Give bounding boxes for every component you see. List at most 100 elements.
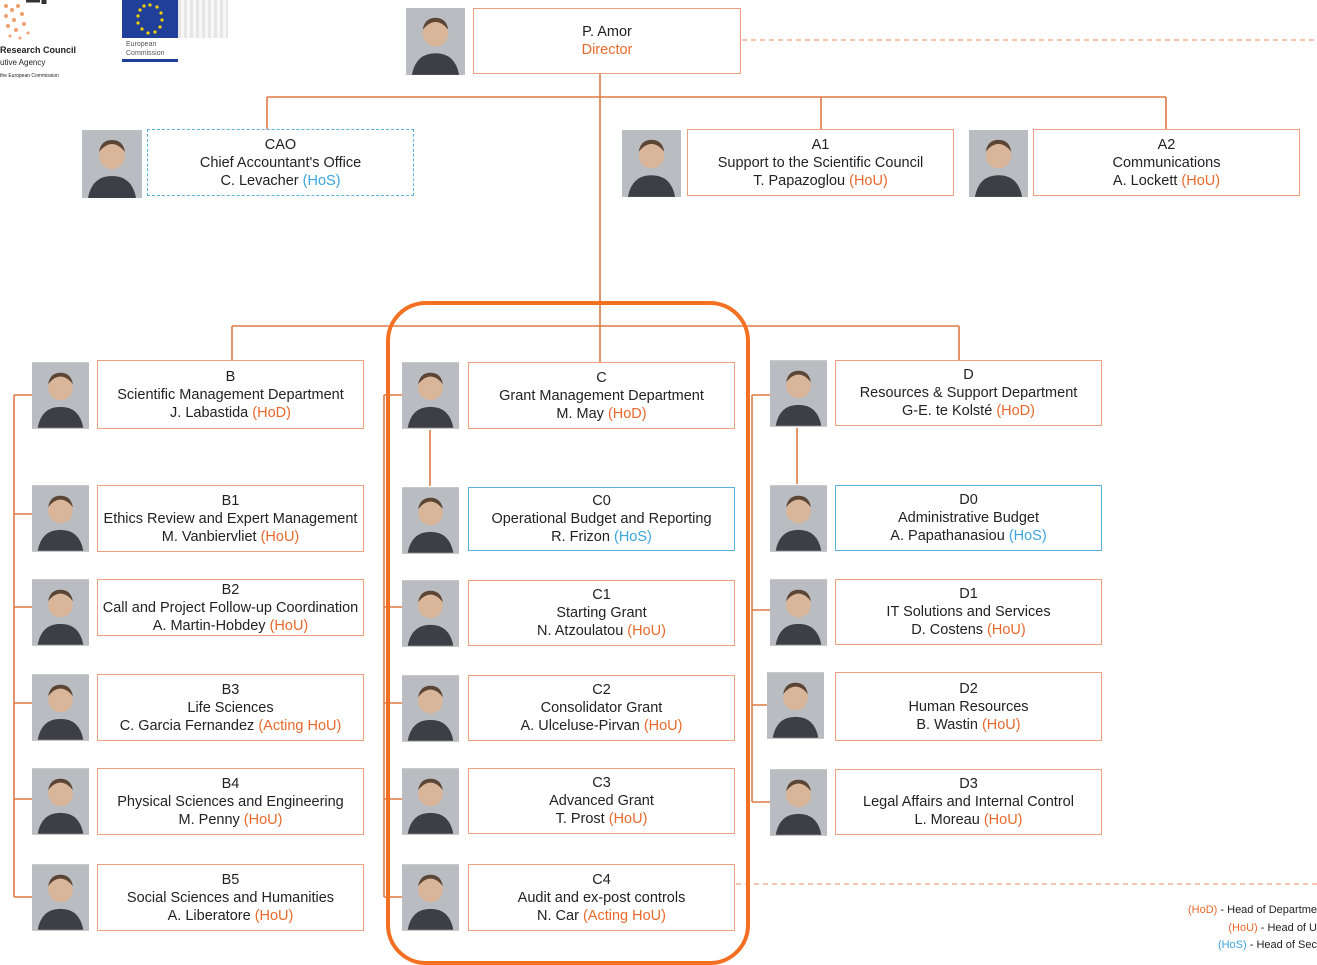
unit-box-c0: C0 Operational Budget and Reporting R. F… bbox=[468, 487, 735, 551]
unit-code: C0 bbox=[592, 493, 611, 509]
unit-title: Administrative Budget bbox=[897, 510, 1040, 526]
erc-name-line: Research Council bbox=[0, 45, 77, 55]
avatar-d1 bbox=[770, 579, 827, 646]
avatar-c3 bbox=[402, 768, 459, 835]
unit-head-role: (HoU) bbox=[643, 718, 683, 734]
avatar-b1 bbox=[32, 485, 89, 552]
legend-hod: (HoD) - Head of Departme bbox=[1188, 904, 1317, 916]
unit-title: Physical Sciences and Engineering bbox=[117, 793, 344, 810]
unit-head-name: N. Atzoulatou bbox=[537, 623, 624, 639]
unit-head-role: (HoU) bbox=[983, 812, 1023, 828]
avatar-c bbox=[402, 362, 459, 429]
unit-code: C4 bbox=[592, 871, 611, 888]
erc-agency-line: utive Agency bbox=[0, 58, 46, 67]
unit-code: D2 bbox=[959, 680, 978, 697]
avatar-d bbox=[770, 360, 827, 427]
unit-head-name: J. Labastida bbox=[170, 404, 249, 421]
director-box: P. Amor Director bbox=[473, 8, 741, 74]
unit-code: D bbox=[963, 367, 974, 383]
avatar-a2 bbox=[969, 130, 1028, 197]
unit-title: IT Solutions and Services bbox=[886, 604, 1051, 620]
eu-label-2: Commission bbox=[126, 50, 165, 57]
unit-head-role: (HoD) bbox=[607, 405, 647, 422]
avatar-cao bbox=[82, 130, 142, 198]
unit-head-name: R. Frizon bbox=[551, 529, 610, 545]
unit-box-c1: C1 Starting Grant N. Atzoulatou (HoU) bbox=[468, 580, 735, 646]
avatar-c0 bbox=[402, 487, 459, 554]
legend-hos: (HoS) - Head of Sec bbox=[1218, 939, 1317, 951]
legend-text: - Head of U bbox=[1257, 922, 1317, 934]
unit-box-c4: C4 Audit and ex-post controls N. Car (Ac… bbox=[468, 864, 735, 931]
avatar-a1 bbox=[622, 130, 681, 197]
unit-head-role: (HoU) bbox=[269, 617, 309, 634]
department-box-c: C Grant Management Department M. May (Ho… bbox=[468, 362, 735, 429]
unit-title: Audit and ex-post controls bbox=[517, 889, 686, 906]
unit-head-role: (HoU) bbox=[849, 172, 888, 189]
unit-head-role: (HoS) bbox=[613, 529, 652, 545]
unit-box-b3: B3 Life Sciences C. Garcia Fernandez (Ac… bbox=[97, 674, 364, 741]
unit-head-role: (HoU) bbox=[987, 622, 1026, 638]
commission-building-graphic bbox=[178, 0, 228, 38]
avatar-b bbox=[32, 362, 89, 429]
eu-flag-icon bbox=[122, 0, 178, 38]
unit-head-name: M. May bbox=[556, 405, 604, 422]
unit-box-d0: D0 Administrative Budget A. Papathanasio… bbox=[835, 485, 1102, 551]
unit-code: A1 bbox=[811, 136, 830, 153]
unit-box-b1: B1 Ethics Review and Expert Management M… bbox=[97, 485, 364, 552]
unit-title: Human Resources bbox=[908, 698, 1029, 715]
unit-title: Starting Grant bbox=[556, 605, 647, 621]
unit-code: B5 bbox=[221, 871, 240, 888]
unit-head-name: N. Car bbox=[537, 907, 579, 924]
unit-head-name: A. Liberatore bbox=[167, 907, 251, 924]
european-commission-logo: European Commission bbox=[96, 0, 228, 62]
unit-head-name: A. Papathanasiou bbox=[890, 528, 1005, 544]
avatar-c1 bbox=[402, 580, 459, 647]
unit-head-role: (HoU) bbox=[981, 716, 1021, 733]
eu-label-1: European bbox=[126, 41, 157, 48]
unit-box-d3: D3 Legal Affairs and Internal Control L.… bbox=[835, 769, 1102, 835]
unit-head-name: T. Prost bbox=[555, 811, 605, 827]
unit-head-role: (HoS) bbox=[1008, 528, 1047, 544]
unit-head-role: (HoU) bbox=[627, 623, 666, 639]
unit-head-name: T. Papazoglou bbox=[753, 172, 846, 189]
erc-commission-line: the European Commission bbox=[0, 73, 59, 79]
unit-code: D0 bbox=[959, 492, 978, 508]
eu-underline bbox=[122, 59, 178, 62]
unit-box-c2: C2 Consolidator Grant A. Ulceluse-Pirvan… bbox=[468, 675, 735, 741]
unit-head-name: A. Martin-Hobdey bbox=[152, 617, 266, 634]
department-box-d: D Resources & Support Department G-E. te… bbox=[835, 360, 1102, 426]
unit-box-d1: D1 IT Solutions and Services D. Costens … bbox=[835, 579, 1102, 645]
legend-abbr: (HoU) bbox=[1228, 922, 1258, 934]
unit-box-a2: A2 Communications A. Lockett (HoU) bbox=[1033, 129, 1300, 196]
unit-code: C2 bbox=[592, 682, 611, 698]
unit-title: Call and Project Follow-up Coordination bbox=[102, 599, 359, 616]
unit-title: Life Sciences bbox=[187, 699, 274, 716]
unit-title: Consolidator Grant bbox=[540, 700, 663, 716]
unit-title: Grant Management Department bbox=[499, 387, 704, 404]
unit-code: B1 bbox=[221, 492, 240, 509]
unit-code: C3 bbox=[592, 775, 611, 791]
legend-text: - Head of Sec bbox=[1246, 939, 1317, 951]
avatar-b5 bbox=[32, 864, 89, 931]
director-role: Director bbox=[581, 42, 633, 58]
unit-head-role: (HoU) bbox=[243, 811, 283, 828]
unit-head-name: C. Garcia Fernandez bbox=[119, 717, 255, 734]
unit-code: A2 bbox=[1157, 136, 1176, 153]
unit-box-b2: B2 Call and Project Follow-up Coordinati… bbox=[97, 579, 364, 636]
unit-title: Legal Affairs and Internal Control bbox=[863, 794, 1074, 810]
erc-logo: Research Council utive Agency the Europe… bbox=[0, 0, 80, 82]
unit-head-name: M. Vanbiervliet bbox=[161, 528, 257, 545]
avatar-d0 bbox=[770, 485, 827, 552]
legend-abbr: (HoD) bbox=[1188, 904, 1218, 916]
legend-text: - Head of Departme bbox=[1217, 904, 1317, 916]
legend-abbr: (HoS) bbox=[1217, 939, 1247, 951]
unit-title: Ethics Review and Expert Management bbox=[103, 510, 358, 527]
unit-code: B4 bbox=[221, 775, 240, 792]
unit-code: D1 bbox=[959, 586, 978, 602]
avatar-c2 bbox=[402, 675, 459, 742]
unit-head-role: (Acting HoU) bbox=[258, 717, 342, 734]
unit-box-b4: B4 Physical Sciences and Engineering M. … bbox=[97, 768, 364, 835]
unit-head-role: (HoU) bbox=[254, 907, 294, 924]
unit-code: B2 bbox=[221, 581, 240, 598]
unit-code: CAO bbox=[264, 136, 297, 153]
